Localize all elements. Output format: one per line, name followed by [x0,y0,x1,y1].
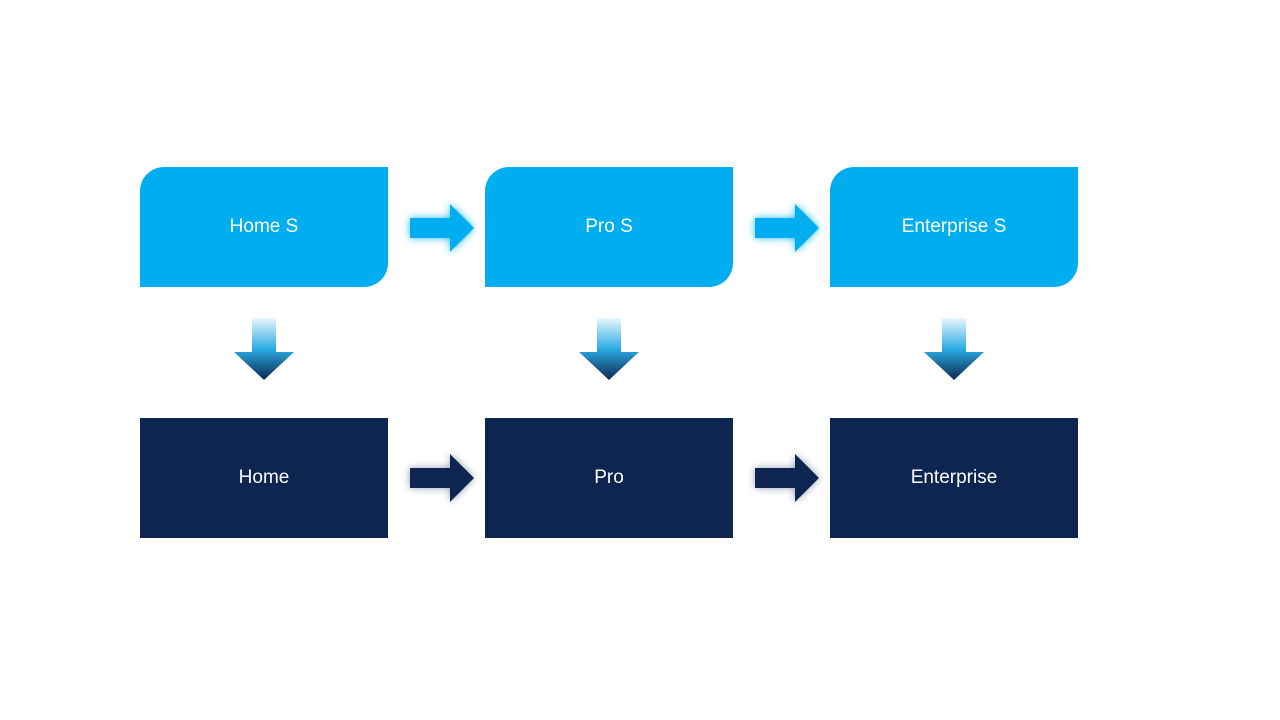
box-enterprise: Enterprise [830,418,1078,538]
box-pro-label: Pro [594,467,624,488]
box-pro: Pro [485,418,733,538]
box-pro-s-label: Pro S [585,216,633,237]
down-arrow-home-s-to-home-icon [234,318,294,380]
box-enterprise-label: Enterprise [910,467,998,488]
box-home-s-label: Home S [229,216,299,237]
right-arrow-home-s-to-pro-s-icon [410,204,474,252]
box-pro-s: Pro S [485,167,733,287]
box-enterprise-s: Enterprise S [830,167,1078,287]
right-arrow-home-to-pro-icon [410,454,474,502]
box-home: Home [140,418,388,538]
right-arrow-pro-s-to-enterprise-s-icon [755,204,819,252]
down-arrow-pro-s-to-pro-icon [579,318,639,380]
right-arrow-pro-to-enterprise-icon [755,454,819,502]
box-home-s: Home S [140,167,388,287]
down-arrow-enterprise-s-to-enterprise-icon [924,318,984,380]
box-home-label: Home [238,467,290,488]
box-enterprise-s-label: Enterprise S [901,216,1007,237]
